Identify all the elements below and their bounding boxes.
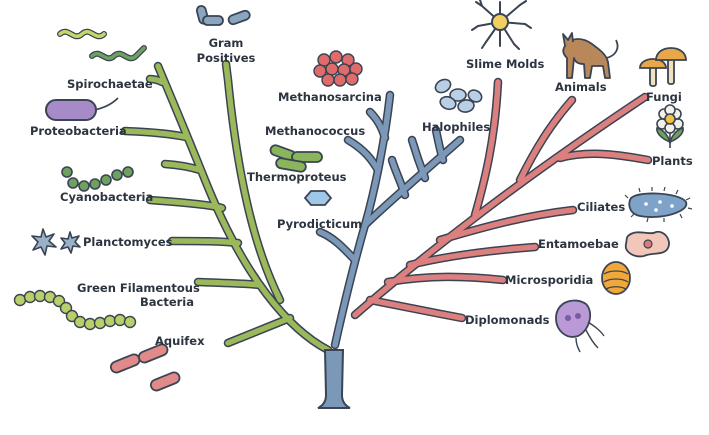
proteobacteria-icon xyxy=(45,97,119,121)
label-green-filamentous-line2: Bacteria xyxy=(140,295,194,309)
pyrodicticum-disc-icon xyxy=(303,190,333,206)
label-pyrodicticum: Pyrodicticum xyxy=(277,217,362,231)
entamoeba-icon xyxy=(624,230,670,258)
tree-trunk xyxy=(317,349,351,409)
label-green-filamentous-line1: Green Filamentous xyxy=(77,281,200,295)
label-gram-positives-line1: Gram xyxy=(209,36,244,50)
label-fungi: Fungi xyxy=(646,90,682,104)
aquifex-rods-icon xyxy=(109,343,181,392)
label-plants: Plants xyxy=(652,154,693,168)
halophiles-icon xyxy=(434,78,483,113)
ciliate-icon xyxy=(624,186,693,223)
cyanobacteria-chain-icon xyxy=(61,166,134,192)
label-thermoproteus: Thermoproteus xyxy=(247,170,347,184)
thermoproteus-rods-icon xyxy=(269,144,323,173)
eukarya-branches xyxy=(350,77,653,323)
label-cyanobacteria: Cyanobacteria xyxy=(60,190,153,204)
label-ciliates: Ciliates xyxy=(577,200,625,214)
mushroom-icon xyxy=(639,47,687,87)
label-proteobacteria: Proteobacteria xyxy=(30,124,127,138)
slime-mold-icon xyxy=(471,0,532,50)
methanosarcina-cluster-icon xyxy=(313,50,363,87)
label-diplomonads: Diplomonads xyxy=(465,313,550,327)
spirochaete-icon xyxy=(57,28,147,62)
label-methanococcus: Methanococcus xyxy=(265,124,365,138)
label-gram-positives-line2: Positives xyxy=(197,51,256,65)
filamentous-chain-icon xyxy=(13,289,137,331)
label-planctomyces: Planctomyces xyxy=(83,235,173,249)
label-animals: Animals xyxy=(555,80,607,94)
archaea-branches xyxy=(315,90,465,350)
microsporidia-icon xyxy=(601,261,631,295)
diplomonad-icon xyxy=(555,299,605,353)
label-methanosarcina: Methanosarcina xyxy=(278,90,382,104)
label-microsporidia: Microsporidia xyxy=(505,273,593,287)
cat-icon xyxy=(562,32,619,79)
label-aquifex: Aquifex xyxy=(155,334,205,348)
label-halophiles: Halophiles xyxy=(422,120,490,134)
label-slime-molds: Slime Molds xyxy=(466,57,544,71)
gram-positive-rods-icon xyxy=(195,5,251,26)
flower-icon xyxy=(656,104,684,148)
bacteria-branches xyxy=(120,59,333,355)
label-spirochaetae: Spirochaetae xyxy=(67,77,153,91)
planctomyces-star-icon xyxy=(31,228,81,256)
label-entamoebae: Entamoebae xyxy=(538,237,619,251)
